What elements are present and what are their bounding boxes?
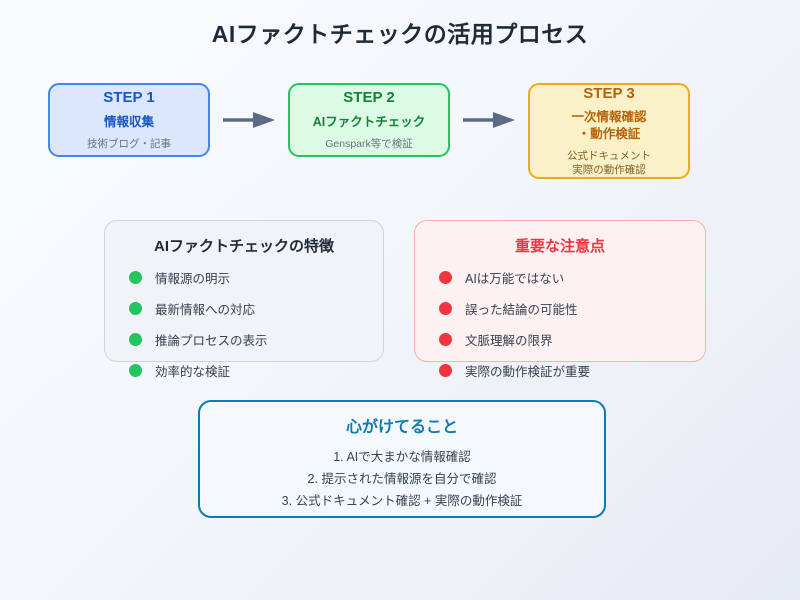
mindset-list: 1. AIで大まかな情報確認 2. 提示された情報源を自分で確認 3. 公式ドキ… [200,447,604,513]
list-item: 効率的な検証 [129,361,383,380]
step-1-sub-text: 技術ブログ・記事 [87,137,171,150]
bullet-dot-icon [129,271,142,284]
warnings-card-title: 重要な注意点 [514,238,605,255]
step-2-label: STEP 2 [343,89,395,107]
bullet-dot-icon [439,364,452,377]
step-box-1: STEP 1 情報収集 技術ブログ・記事 [48,83,210,157]
features-card-title: AIファクトチェックの特徴 [153,238,334,255]
arrow-right-icon [463,110,517,130]
step-1-main-text: 情報収集 [103,114,154,129]
list-item: AIは万能ではない [439,268,705,287]
step-3-sub-text: 公式ドキュメント 実際の動作確認 [567,150,651,177]
list-item: 3. 公式ドキュメント確認 + 実際の動作検証 [281,493,523,508]
step-1-label: STEP 1 [103,89,155,107]
warnings-list: AIは万能ではない 誤った結論の可能性 文脈理解の限界 実際の動作検証が重要 [415,268,705,380]
step-2-main-text: AIファクトチェック [312,114,426,129]
list-item: 実際の動作検証が重要 [439,361,705,380]
features-card: AIファクトチェックの特徴 情報源の明示 最新情報への対応 推論プロセスの表示 … [104,220,384,379]
bullet-dot-icon [439,271,452,284]
list-item-label: 最新情報への対応 [155,303,256,317]
list-item-label: AIは万能ではない [465,272,565,286]
page-title: AIファクトチェックの活用プロセス [211,21,589,47]
bullet-dot-icon [129,333,142,346]
step-box-3: STEP 3 一次情報確認 ・動作検証 公式ドキュメント 実際の動作確認 [528,83,690,179]
list-item-label: 効率的な検証 [155,365,231,379]
list-item-label: 情報源の明示 [155,272,231,286]
list-item: 情報源の明示 [129,268,383,287]
mindset-card-title: 心がけてること [345,419,458,436]
list-item: 1. AIで大まかな情報確認 [333,450,471,464]
features-list: 情報源の明示 最新情報への対応 推論プロセスの表示 効率的な検証 [105,268,383,380]
step-2-sub-text: Genspark等で検証 [325,137,413,150]
list-item: 誤った結論の可能性 [439,299,705,318]
mindset-card: 心がけてること 1. AIで大まかな情報確認 2. 提示された情報源を自分で確認… [198,400,606,518]
list-item-label: 文脈理解の限界 [465,334,553,348]
list-item: 推論プロセスの表示 [129,330,383,349]
arrow-right-icon [223,110,277,130]
step-3-main-text: 一次情報確認 ・動作検証 [571,110,647,142]
list-item-label: 推論プロセスの表示 [155,334,268,348]
bullet-dot-icon [129,364,142,377]
list-item: 文脈理解の限界 [439,330,705,349]
warnings-card: 重要な注意点 AIは万能ではない 誤った結論の可能性 文脈理解の限界 実際の動作… [414,220,706,379]
bullet-dot-icon [439,302,452,315]
bullet-dot-icon [439,333,452,346]
step-box-2: STEP 2 AIファクトチェック Genspark等で検証 [288,83,450,157]
bullet-dot-icon [129,302,142,315]
list-item: 2. 提示された情報源を自分で確認 [307,471,497,486]
list-item-label: 誤った結論の可能性 [465,303,578,317]
step-3-label: STEP 3 [583,84,635,102]
list-item: 最新情報への対応 [129,299,383,318]
list-item-label: 実際の動作検証が重要 [465,365,591,379]
